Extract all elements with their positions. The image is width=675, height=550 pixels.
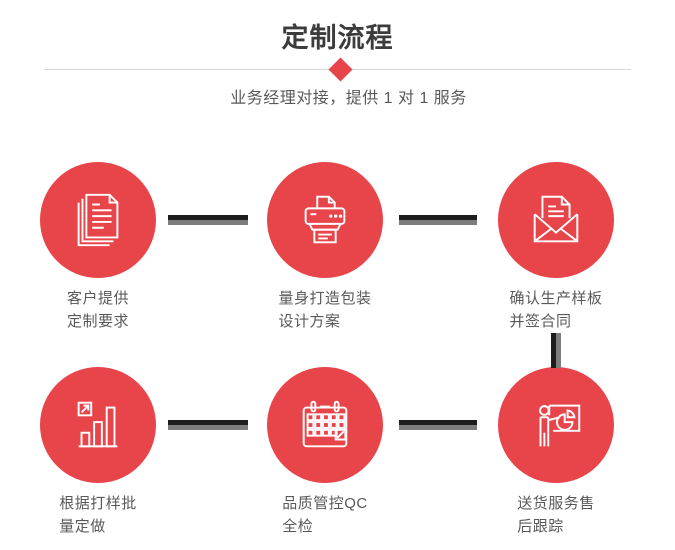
calendar-icon — [267, 367, 383, 483]
caption-line: 客户提供 — [66, 290, 129, 307]
step-2-caption: 量身打造包装 设计方案 — [245, 287, 405, 333]
caption-line: 品质管控QC — [282, 495, 368, 512]
step-6: 送货服务售 后跟踪 — [476, 367, 636, 538]
step-4-caption: 根据打样批 量定做 — [18, 492, 178, 538]
step-1-caption: 客户提供 定制要求 — [18, 287, 178, 333]
diamond-icon — [328, 57, 353, 82]
caption-line: 根据打样批 — [59, 495, 137, 512]
connector-step3-step6 — [551, 333, 561, 368]
caption-line: 定制要求 — [66, 313, 129, 330]
caption-line: 全检 — [282, 518, 314, 535]
printer-icon — [267, 162, 383, 278]
caption-line: 后跟踪 — [517, 518, 564, 535]
step-1: 客户提供 定制要求 — [18, 162, 178, 333]
caption-line: 量定做 — [59, 518, 106, 535]
step-5: 品质管控QC 全检 — [245, 367, 405, 538]
step-3-caption: 确认生产样板 并签合同 — [476, 287, 636, 333]
documents-icon — [40, 162, 156, 278]
presentation-icon — [498, 367, 614, 483]
step-3: 确认生产样板 并签合同 — [476, 162, 636, 333]
caption-line: 送货服务售 — [517, 495, 595, 512]
caption-line: 并签合同 — [509, 313, 572, 330]
step-6-caption: 送货服务售 后跟踪 — [476, 492, 636, 538]
connector-step2-step3 — [399, 215, 477, 225]
envelope-icon — [498, 162, 614, 278]
connector-step5-step6 — [399, 420, 477, 430]
step-5-caption: 品质管控QC 全检 — [245, 492, 405, 538]
caption-line: 确认生产样板 — [509, 290, 603, 307]
bar-chart-icon — [40, 367, 156, 483]
connector-step4-step5 — [168, 420, 248, 430]
subtitle: 业务经理对接，提供 1 对 1 服务 — [230, 90, 467, 107]
step-4: 根据打样批 量定做 — [18, 367, 178, 538]
caption-line: 设计方案 — [278, 313, 341, 330]
page-title: 定制流程 — [281, 23, 394, 53]
connector-step1-step2 — [168, 215, 248, 225]
step-2: 量身打造包装 设计方案 — [245, 162, 405, 333]
caption-line: 量身打造包装 — [278, 290, 372, 307]
